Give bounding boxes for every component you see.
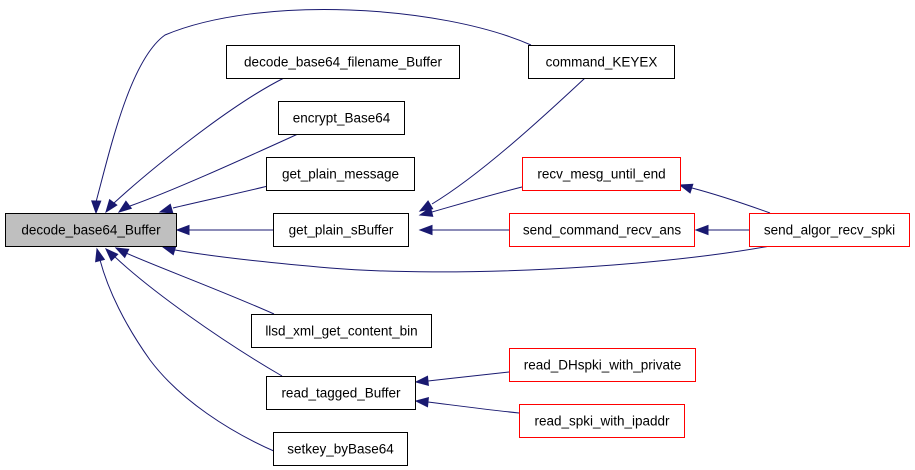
node-box	[251, 314, 432, 348]
edge-line	[113, 77, 285, 204]
edge-line	[431, 77, 586, 205]
node-label: encrypt_Base64	[293, 111, 391, 126]
edge-line	[113, 255, 283, 377]
edge-n2-to-n0	[117, 133, 299, 213]
node-label: read_tagged_Buffer	[281, 386, 401, 401]
arrowhead-icon	[117, 200, 133, 213]
graph-node-command-keyex[interactable]: command_KEYEX	[528, 45, 675, 79]
arrowhead-icon	[418, 224, 433, 236]
edge-n5-to-n0	[114, 247, 275, 315]
edge-n9-to-n4	[418, 186, 523, 217]
edge-n11-to-n9	[678, 183, 771, 214]
graph-node-read-tagged-buffer[interactable]: read_tagged_Buffer	[266, 376, 416, 410]
node-label: recv_mesg_until_end	[537, 167, 665, 182]
edge-n1-to-n0	[105, 77, 285, 214]
node-label: get_plain_message	[282, 167, 399, 182]
node-label: setkey_byBase64	[287, 442, 394, 457]
edge-line	[125, 252, 275, 315]
edge-line	[427, 371, 510, 382]
edge-line	[95, 9, 532, 203]
node-label: command_KEYEX	[546, 55, 658, 70]
node-label: llsd_xml_get_content_bin	[265, 324, 417, 339]
node-label: get_plain_sBuffer	[289, 223, 394, 238]
arrowhead-icon	[175, 224, 190, 236]
graph-node-setkey-bybase64[interactable]: setkey_byBase64	[273, 432, 408, 466]
node-box	[266, 157, 415, 191]
edge-line	[431, 186, 523, 213]
edge-n8-to-n0	[91, 9, 532, 215]
arrowhead-icon	[104, 247, 119, 262]
arrowhead-icon	[95, 247, 106, 263]
edge-n12-to-n6	[414, 371, 510, 386]
edge-n7-to-n0	[95, 247, 277, 453]
arrowhead-icon	[414, 397, 429, 408]
graph-node-send-command-recv-ans[interactable]: send_command_recv_ans	[509, 213, 695, 247]
graph-node-llsd-xml-get-content-bin[interactable]: llsd_xml_get_content_bin	[251, 314, 432, 348]
arrowhead-icon	[418, 206, 434, 217]
edge-n13-to-n6	[414, 397, 520, 414]
graph-node-encrypt-base64[interactable]: encrypt_Base64	[278, 101, 405, 135]
node-label: decode_base64_Buffer	[21, 223, 161, 238]
graph-node-get-plain-message[interactable]: get_plain_message	[266, 157, 415, 191]
arrowhead-icon	[114, 247, 130, 259]
node-box	[749, 213, 910, 247]
node-box	[509, 213, 695, 247]
graph-node-get-plain-sbuffer[interactable]: get_plain_sBuffer	[273, 213, 409, 247]
arrowhead-icon	[678, 183, 694, 194]
node-box	[509, 348, 696, 382]
edge-line	[427, 401, 520, 414]
node-box	[528, 45, 675, 79]
graph-node-decode-base64-buffer[interactable]: decode_base64_Buffer	[5, 213, 177, 247]
node-box	[273, 432, 408, 466]
edge-n6-to-n0	[104, 247, 283, 377]
node-box	[273, 213, 409, 247]
graph-node-recv-mesg-until-end[interactable]: recv_mesg_until_end	[522, 157, 681, 191]
edge-n8-to-n4	[418, 77, 586, 212]
node-box	[278, 101, 405, 135]
edge-line	[691, 187, 771, 214]
edge-n4-to-n0	[175, 224, 273, 236]
graph-node-read-dhspki-with-private[interactable]: read_DHspki_with_private	[509, 348, 696, 382]
edge-line	[129, 133, 299, 207]
graph-node-send-algor-recv-spki[interactable]: send_algor_recv_spki	[749, 213, 910, 247]
graph-node-read-spki-with-ipaddr[interactable]: read_spki_with_ipaddr	[519, 404, 685, 438]
node-label: read_DHspki_with_private	[524, 358, 682, 373]
node-box	[522, 157, 681, 191]
edge-n11-to-n0	[161, 245, 771, 273]
edges-layer	[91, 9, 771, 453]
edge-line	[99, 259, 277, 453]
node-box	[266, 376, 416, 410]
node-label: send_algor_recv_spki	[764, 223, 895, 238]
arrowhead-icon	[694, 224, 709, 236]
node-box	[519, 404, 685, 438]
arrowhead-icon	[91, 200, 102, 215]
graph-node-decode-base64-filename-buffer[interactable]: decode_base64_filename_Buffer	[226, 45, 460, 79]
arrowhead-icon	[414, 375, 429, 386]
edge-n11-to-n10	[694, 224, 749, 236]
arrowhead-icon	[158, 203, 174, 214]
nodes-layer: decode_base64_Buffer decode_base64_filena…	[5, 45, 910, 466]
edge-line	[174, 245, 771, 273]
edge-line	[172, 185, 269, 209]
node-label: read_spki_with_ipaddr	[534, 414, 670, 429]
edge-n3-to-n0	[158, 185, 269, 214]
arrowhead-icon	[161, 245, 177, 256]
node-label: send_command_recv_ans	[523, 223, 682, 238]
node-box	[5, 213, 177, 247]
node-label: decode_base64_filename_Buffer	[244, 55, 442, 70]
arrowhead-icon	[105, 198, 118, 214]
node-box	[226, 45, 460, 79]
edge-n10-to-n4	[418, 224, 509, 236]
